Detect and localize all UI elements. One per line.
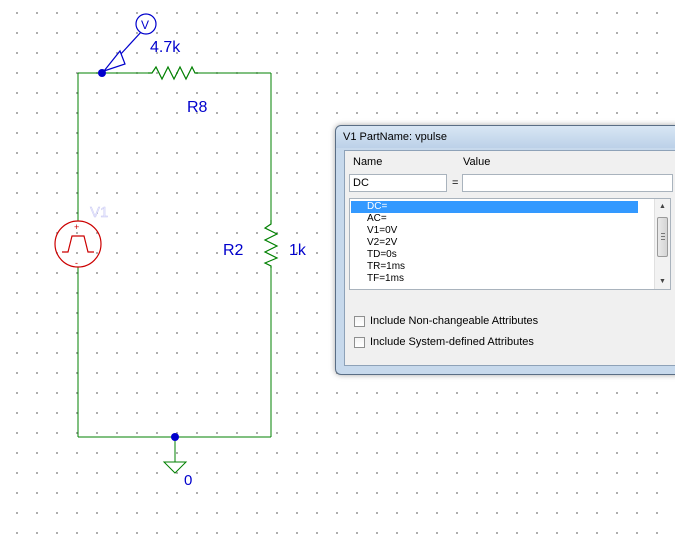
resistor-r2[interactable]	[263, 220, 279, 268]
scroll-down-arrow-icon[interactable]: ▼	[659, 278, 666, 285]
equals-sign: =	[452, 177, 459, 189]
value-field[interactable]	[462, 174, 673, 192]
name-field[interactable]	[349, 174, 447, 192]
dialog-client-area: Name Value = DC= AC= V1=0V V2=2V TD=0s T…	[344, 150, 675, 366]
r8-name-label[interactable]: R8	[187, 99, 208, 116]
pulse-source-v1[interactable]	[54, 220, 102, 268]
system-defined-checkbox-label[interactable]: Include System-defined Attributes	[370, 336, 534, 348]
resistor-r8[interactable]	[148, 65, 198, 81]
node-dot-bottom[interactable]	[171, 433, 179, 441]
ground-label[interactable]: 0	[184, 472, 192, 489]
voltage-probe-marker[interactable]	[102, 13, 157, 73]
attribute-item-ac[interactable]: AC=	[367, 213, 387, 224]
scroll-thumb[interactable]	[657, 217, 668, 257]
ground-symbol[interactable]	[162, 461, 188, 474]
dialog-title: V1 PartName: vpulse	[343, 131, 447, 143]
attribute-item-dc[interactable]: DC=	[351, 201, 638, 213]
system-defined-checkbox[interactable]	[354, 337, 365, 348]
nonchangeable-checkbox[interactable]	[354, 316, 365, 327]
scroll-up-arrow-icon[interactable]: ▲	[659, 203, 666, 210]
dialog-titlebar[interactable]: V1 PartName: vpulse	[336, 126, 675, 148]
attribute-item-tr[interactable]: TR=1ms	[367, 261, 406, 272]
value-column-header: Value	[463, 156, 491, 168]
attribute-list-scrollbar[interactable]: ▲ ▼	[654, 199, 670, 289]
r2-name-label[interactable]: R2	[223, 242, 244, 259]
nonchangeable-checkbox-label[interactable]: Include Non-changeable Attributes	[370, 315, 539, 327]
probe-v-label: V	[141, 18, 149, 32]
attribute-item-tf[interactable]: TF=1ms	[367, 273, 404, 284]
source-minus-sign: -	[75, 258, 78, 268]
attribute-item-v1[interactable]: V1=0V	[367, 225, 398, 236]
name-column-header: Name	[353, 156, 383, 168]
source-plus-sign: +	[74, 222, 79, 232]
attribute-item-td[interactable]: TD=0s	[367, 249, 397, 260]
attribute-list[interactable]: DC= AC= V1=0V V2=2V TD=0s TR=1ms TF=1ms …	[349, 198, 671, 290]
r8-value-label[interactable]: 4.7k	[150, 39, 181, 56]
attribute-item-v2[interactable]: V2=2V	[367, 237, 398, 248]
r2-value-label[interactable]: 1k	[289, 242, 307, 259]
part-attributes-dialog: V1 PartName: vpulse Name Value = DC= AC=…	[335, 125, 675, 375]
source-name-label[interactable]: V1	[90, 204, 109, 221]
